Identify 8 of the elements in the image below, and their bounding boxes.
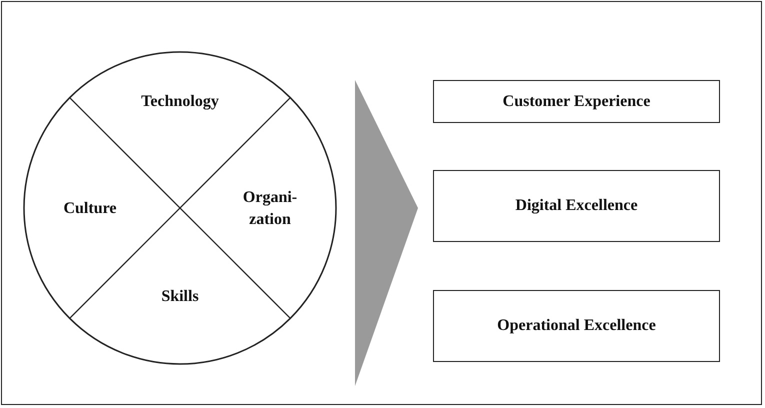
quadrant-label: Skills (138, 286, 222, 310)
outcome-box: Operational Excellence (433, 290, 720, 362)
quadrant-circle (23, 51, 337, 365)
outcome-box: Digital Excellence (433, 170, 720, 242)
quadrant-label: Organi-zation (230, 187, 310, 233)
quadrant-label: Technology (128, 91, 232, 115)
outcome-box: Customer Experience (433, 80, 720, 123)
quadrant-label: Culture (55, 198, 125, 222)
